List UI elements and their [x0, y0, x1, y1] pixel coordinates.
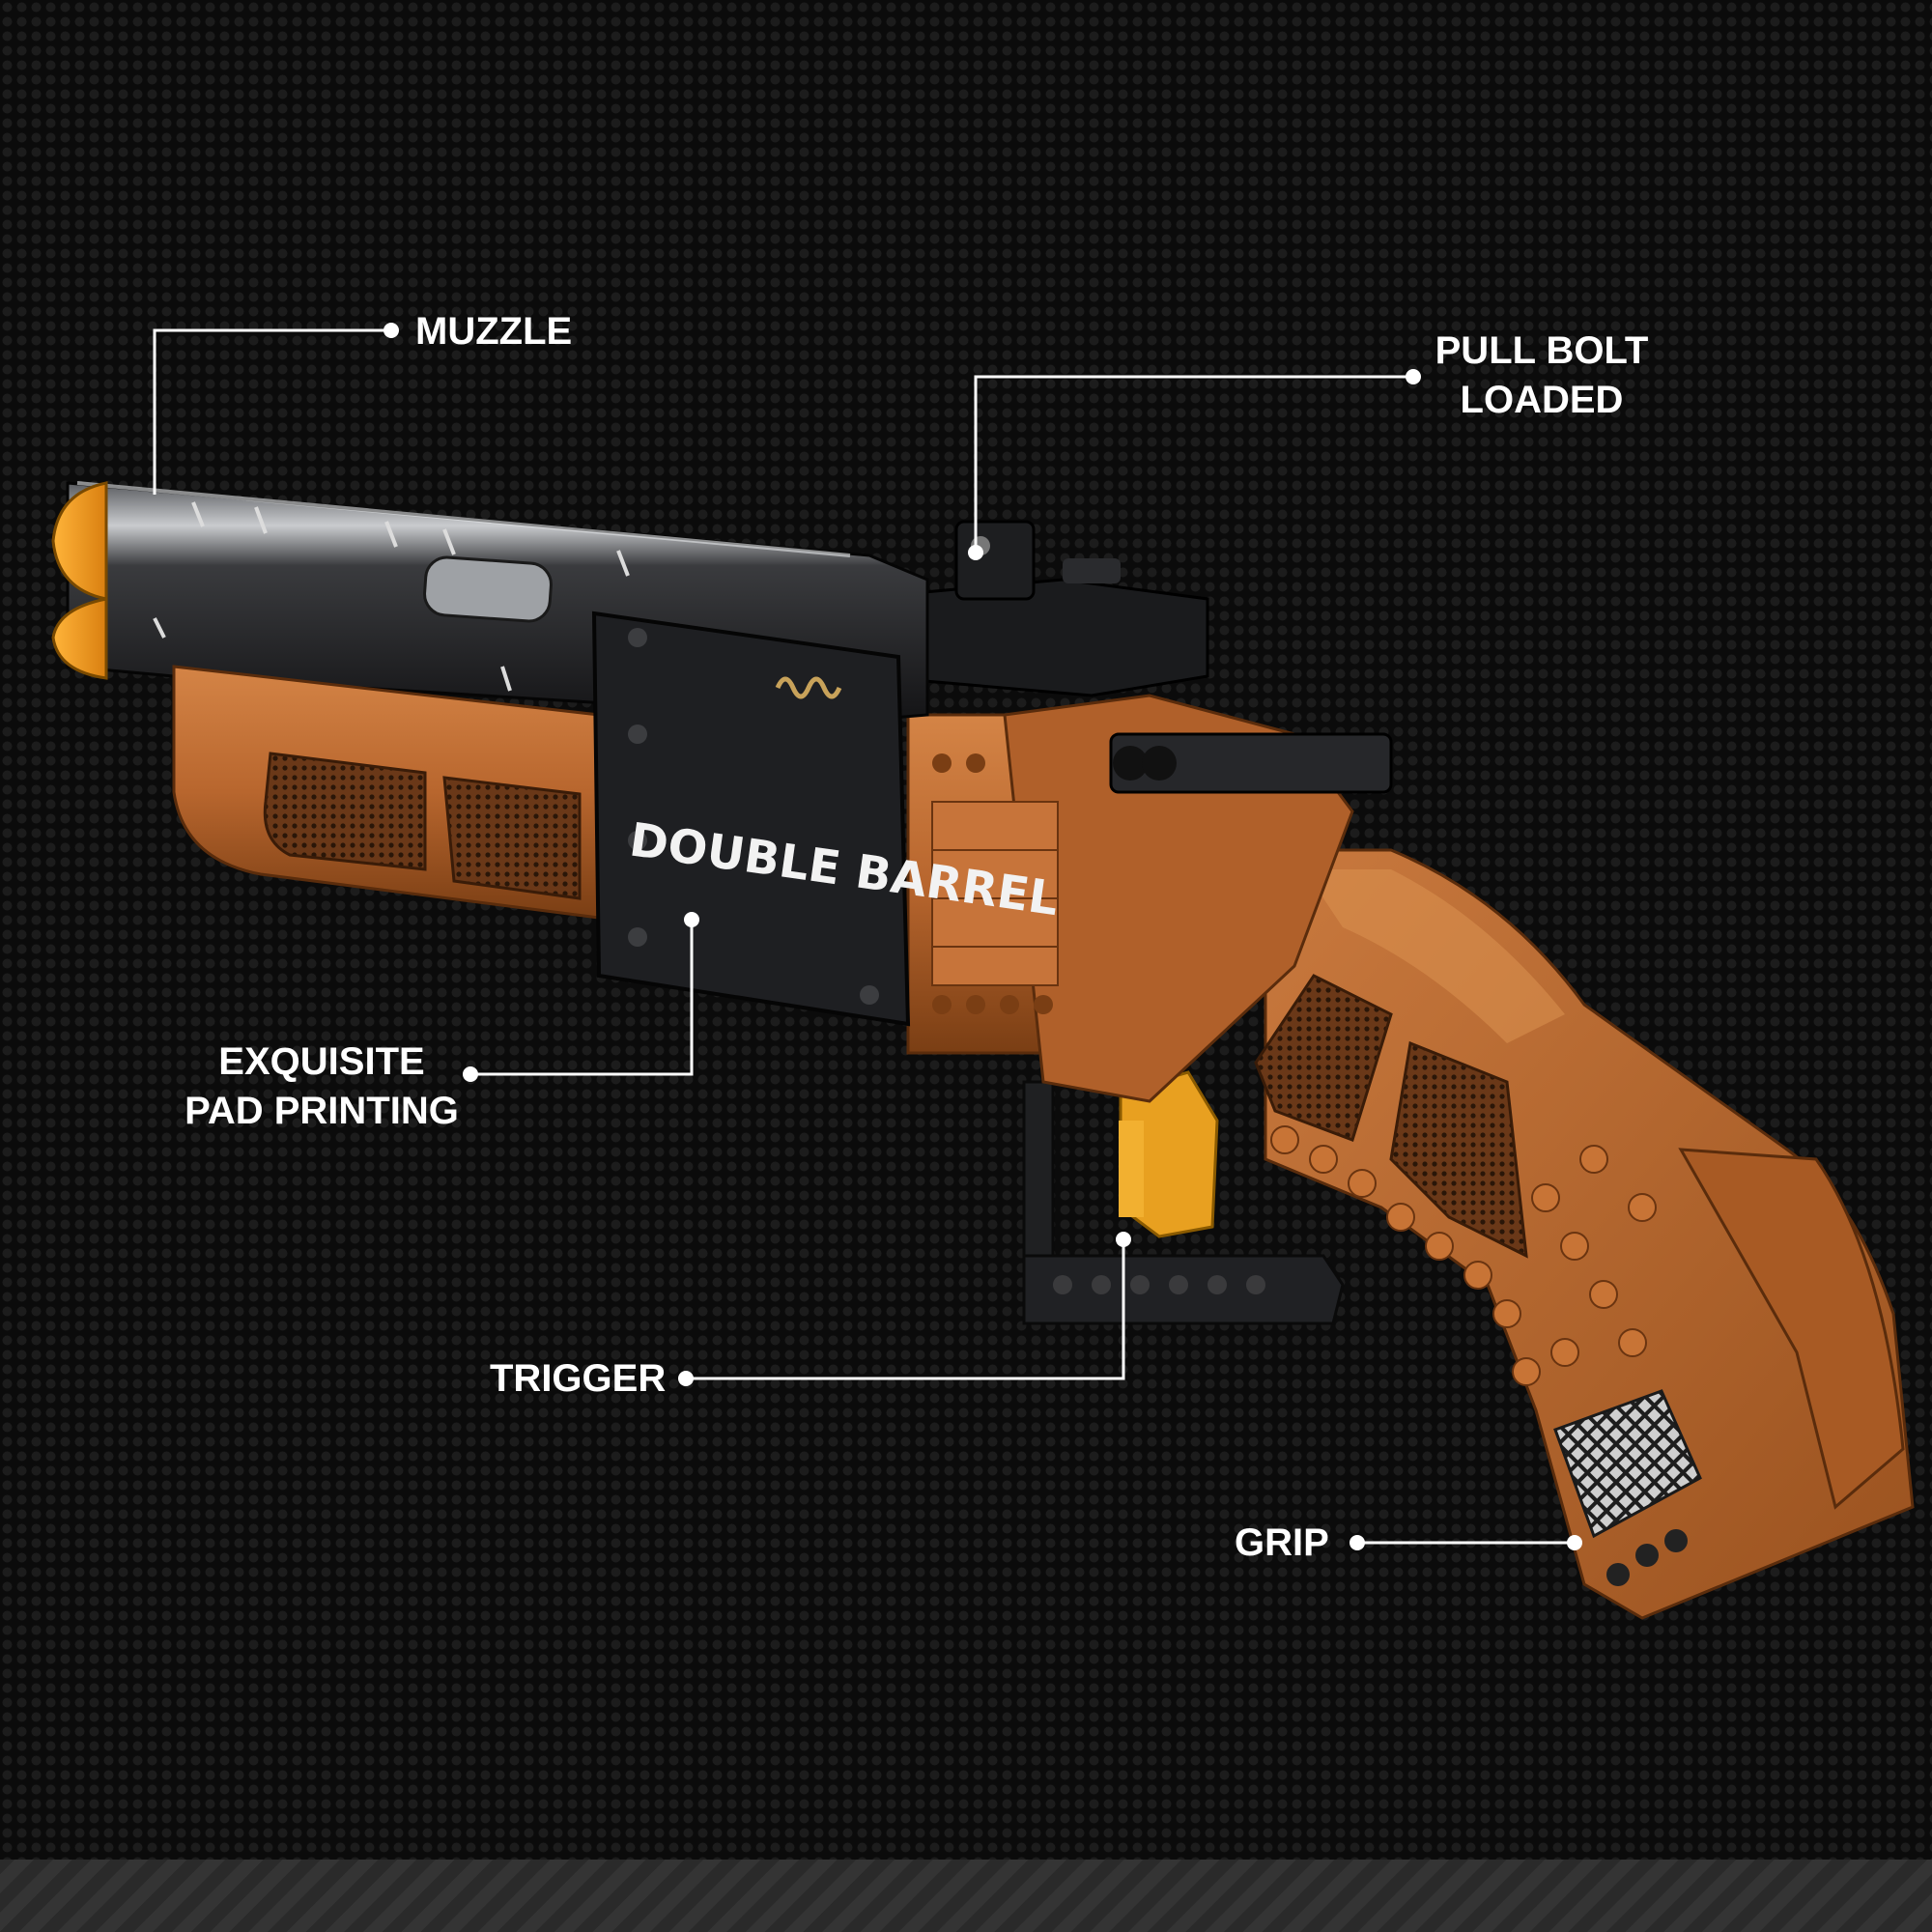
grip-label: GRIP	[1235, 1521, 1329, 1564]
muzzle-label: MUZZLE	[415, 310, 572, 353]
pull-bolt-label-line1: PULL BOLT	[1435, 329, 1649, 372]
pull-bolt-label-line2: LOADED	[1461, 379, 1624, 421]
callout-grip: GRIP	[1235, 1521, 1582, 1564]
receiver	[906, 694, 1354, 1103]
callout-trigger: TRIGGER	[490, 1232, 1131, 1400]
stock	[1254, 848, 1915, 1620]
pad-printing-label-line2: PAD PRINTING	[185, 1090, 459, 1132]
forend	[172, 665, 601, 920]
trigger-frame	[1022, 1070, 1345, 1325]
muzzle-cap-bottom	[51, 597, 108, 680]
callout-muzzle: MUZZLE	[153, 310, 572, 495]
toy-shotgun: DOUBLE BARREL	[51, 481, 1915, 1620]
bottom-stripe-band	[0, 1860, 1932, 1932]
callout-pull-bolt: PULL BOLT LOADED	[968, 329, 1648, 560]
pad-printing-label-line1: EXQUISITE	[218, 1040, 424, 1083]
trigger-label: TRIGGER	[490, 1357, 666, 1400]
callout-pad-printing: EXQUISITE PAD PRINTING	[185, 912, 699, 1132]
muzzle-cap-top	[51, 481, 108, 601]
